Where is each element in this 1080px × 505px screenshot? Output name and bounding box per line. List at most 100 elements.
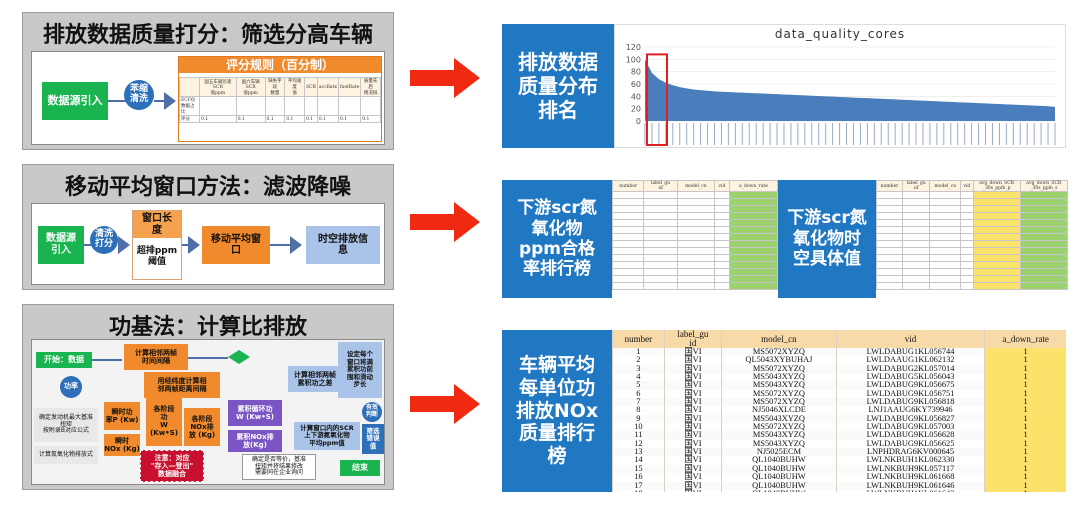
table-cell — [929, 212, 962, 220]
table-cell — [728, 275, 778, 283]
table-cell — [714, 191, 730, 199]
table-cell — [901, 261, 931, 269]
rule-header-cell: fuelRate — [337, 77, 362, 97]
table-cell — [901, 254, 931, 262]
node-stage-work: 各阶段 功 W (Kw•S) — [146, 396, 182, 446]
highlight-box — [646, 53, 668, 146]
table-cell — [876, 191, 903, 199]
table-cell — [929, 191, 962, 199]
table-cell: 国VI — [663, 472, 722, 482]
table-row — [876, 198, 1068, 206]
table-cell — [676, 240, 716, 248]
table-cell — [960, 282, 974, 290]
table-row — [612, 254, 778, 262]
table-cell — [643, 233, 678, 241]
table-cell — [960, 226, 974, 234]
table-cell — [1019, 191, 1068, 199]
table-cell — [876, 233, 903, 241]
table-cell: LWLDAAUG1KL062132 — [835, 355, 985, 365]
table-cell — [714, 261, 730, 269]
node-work-diff: 计算相邻两帧 累积功之差 — [288, 366, 342, 392]
table-cell: LWLDABUG9KL056751 — [835, 389, 985, 399]
table-cell — [612, 205, 645, 213]
table-row — [612, 268, 778, 276]
table-header-cell: a_down_rate — [984, 330, 1066, 348]
table-row — [876, 282, 1068, 290]
rule-cell — [264, 96, 286, 116]
node-end: 结束 — [340, 460, 380, 476]
y-tick-label: 120 — [626, 43, 641, 52]
table-cell — [901, 198, 931, 206]
area-series — [645, 59, 1055, 121]
rule-cell: 0.1 — [284, 115, 305, 123]
table-row — [612, 247, 778, 255]
table-cell: 1 — [984, 414, 1066, 424]
table-cell: 国VI — [663, 355, 722, 365]
table-cell: LWLNKBUH9KL061646 — [835, 481, 985, 490]
table-row — [876, 212, 1068, 220]
table-cell — [728, 198, 778, 206]
y-tick-label: 20 — [631, 105, 641, 114]
table-row — [612, 212, 778, 220]
panel1-title: 排放数据质量打分：筛选分高车辆 — [42, 23, 373, 48]
node-window-scr: 计算窗口内的SCR 上下游氮氧化物 平均ppm值 — [294, 422, 360, 450]
table-cell — [901, 226, 931, 234]
table-cell — [612, 226, 645, 234]
panel-quality-score: 排放数据质量打分：筛选分高车辆 数据源引入 苯缩 清洗 评分规则（百分制） 国五… — [22, 12, 394, 150]
table-cell: LWLDABUG2KL057014 — [835, 364, 985, 374]
table-cell: NJ5025ECM — [721, 447, 837, 457]
table-cell — [612, 247, 645, 255]
table-cell — [876, 254, 903, 262]
output-box: 时空排放信 息 — [306, 226, 380, 264]
rule-cell: 评分 — [178, 115, 201, 123]
table-cell: QL1040BUHW — [721, 464, 837, 474]
panel3-title: 功基法：计算比排放 — [108, 315, 307, 340]
table-cell — [612, 240, 645, 248]
rule-table-title: 评分规则（百分制） — [179, 57, 381, 73]
table-row — [612, 205, 778, 213]
table-header-cell: label_gu id — [663, 330, 722, 348]
table-header-cell: vid — [714, 180, 730, 192]
power-circle: 功率 — [60, 376, 82, 398]
table-cell — [901, 205, 931, 213]
table-cell — [972, 191, 1021, 199]
table-cell — [676, 198, 716, 206]
table-cell — [612, 233, 645, 241]
table-cell: MS5043XYZQ — [721, 372, 837, 382]
table-cell — [901, 233, 931, 241]
table-cell — [643, 191, 678, 199]
y-tick-label: 100 — [626, 55, 641, 64]
table-cell — [643, 247, 678, 255]
warning-note: 注意：对应 "存入—登出" 数据融合 — [140, 450, 204, 482]
table-cell — [643, 275, 678, 283]
table-cell — [972, 219, 1021, 227]
node-window-setting: 设定每个 窗口将满 累积功前 围和滑动 步长 — [338, 342, 382, 398]
rule-cell — [199, 96, 237, 116]
table-cell — [1019, 282, 1068, 290]
table-cell — [728, 233, 778, 241]
start-box: 开始：数据 — [36, 352, 92, 368]
table-cell: 国VI — [663, 380, 722, 390]
table-cell — [643, 198, 678, 206]
y-tick-label: 40 — [631, 92, 641, 101]
table-cell — [876, 240, 903, 248]
table-cell: 国VI — [663, 389, 722, 399]
table-cell: MS5072XYZQ — [721, 347, 837, 357]
table-header-cell: avg_down_SCR _30s_ppm_s — [1019, 180, 1068, 192]
table-cell: 国VI — [663, 422, 722, 432]
table-cell: 14 — [612, 456, 665, 465]
table-cell — [929, 240, 962, 248]
table-cell: 1 — [984, 464, 1066, 474]
torque-note: 确定是否等价，基准 扭矩并将结果修改 需要同在企业询问 — [242, 454, 316, 480]
table-cell — [676, 212, 716, 220]
panel-work-based: 功基法：计算比排放 开始：数据 计算相邻两帧 时间间隔 功率 用经纬度计算相 邻… — [22, 304, 394, 490]
node-cumulative-nox: 累积NOx排 放(Kg) — [228, 430, 282, 452]
table-cell — [972, 226, 1021, 234]
table-cell: 1 — [984, 406, 1066, 415]
